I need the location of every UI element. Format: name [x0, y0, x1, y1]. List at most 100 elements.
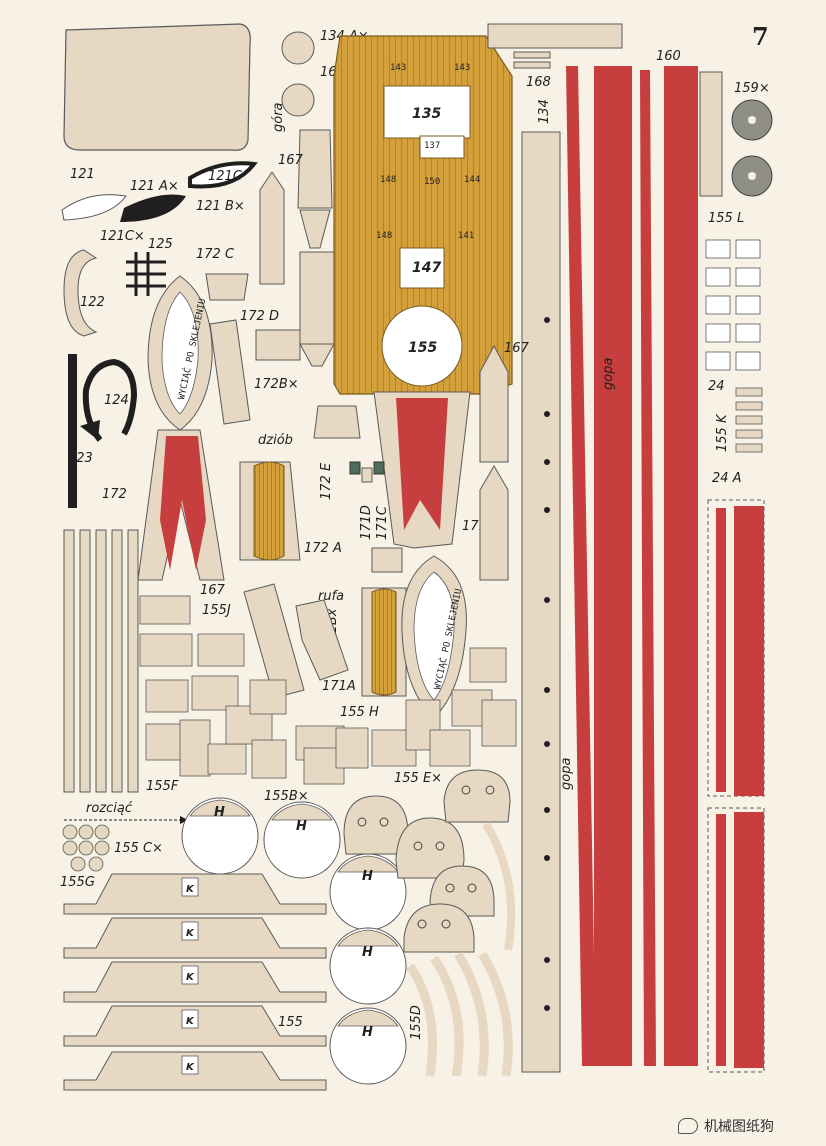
part-134a: [281, 31, 315, 117]
part-168-b: [513, 61, 551, 69]
deck-note-1: 143: [390, 63, 406, 73]
disc-label-h-2: H: [296, 819, 307, 834]
part-172c: [205, 273, 249, 301]
label-155h: 155 H: [340, 705, 379, 720]
part-167-c: [243, 583, 305, 699]
label-167-b: 167: [504, 341, 530, 356]
label-172: 172: [102, 487, 127, 502]
label-155f: 155F: [146, 779, 179, 794]
part-172: [137, 429, 225, 581]
deck-note-8: 141: [458, 231, 474, 241]
part-167-a: [259, 129, 335, 367]
label-155e: 155 E×: [394, 771, 442, 786]
deck-note-7: 148: [376, 231, 392, 241]
label-124: 124: [104, 393, 129, 408]
part-122: [63, 249, 98, 337]
label-121: 121: [70, 167, 95, 182]
part-155l-grid: [705, 239, 761, 371]
label-122: 122: [80, 295, 105, 310]
label-gora-strip-1: gора: [601, 358, 616, 390]
part-24a: [707, 499, 765, 1073]
beam-k-4: K: [186, 1016, 195, 1027]
label-24: 24: [708, 379, 725, 394]
part-121b: [120, 194, 186, 222]
beam-k-2: K: [186, 928, 195, 939]
part-121c: [188, 161, 258, 189]
deck-note-2: 143: [454, 63, 470, 73]
label-155g: 155G: [60, 875, 95, 890]
label-155-beams: 155: [278, 1015, 303, 1030]
part-155-beam-tabs: [181, 877, 199, 1075]
part-155b-discs: [181, 797, 407, 1085]
part-155j: [139, 595, 245, 713]
beam-k-1: K: [186, 884, 195, 895]
label-rozciac: rozciąć: [86, 801, 133, 816]
label-134: 134: [537, 99, 552, 124]
label-171c: 171C: [375, 505, 390, 540]
part-deck: [333, 35, 513, 395]
part-172e: [313, 405, 361, 439]
part-155d: [406, 821, 516, 1077]
label-121b: 121 B×: [196, 199, 245, 214]
label-167-a: 167: [278, 153, 304, 168]
part-125: [126, 252, 166, 296]
label-155d: 155D: [409, 1005, 424, 1040]
label-155-deck: 155: [408, 340, 437, 356]
label-171d: 171D: [359, 505, 374, 540]
deck-note-5: 150: [424, 177, 440, 187]
label-172a: 172 A: [304, 541, 342, 556]
label-172c: 172 C: [196, 247, 235, 262]
part-155b-disc-tabs: [189, 799, 399, 1027]
watermark: 机械图纸狗: [678, 1116, 774, 1136]
part-168-a: [513, 51, 551, 59]
beam-k-5: K: [186, 1062, 195, 1073]
disc-label-h-3: H: [362, 869, 373, 884]
deck-note-6: 144: [464, 175, 480, 185]
disc-label-h-1: H: [214, 805, 225, 820]
part-155e-eyes: [357, 785, 495, 929]
part-171-small: [349, 461, 403, 573]
part-167-b: [479, 344, 509, 581]
hull-red-strips: [566, 66, 698, 1066]
disc-label-h-4: H: [362, 945, 373, 960]
label-155j: 155J: [202, 603, 231, 618]
label-172e: 172 E: [319, 462, 334, 500]
label-171a: 171A: [322, 679, 356, 694]
label-167-c: 167: [200, 583, 226, 598]
page-number: 7: [752, 22, 769, 51]
part-155k: [735, 387, 763, 453]
chat-bubble-icon: [678, 1118, 698, 1134]
part-160-bar: [487, 23, 623, 49]
label-121c-x: 121C×: [100, 229, 145, 244]
part-dziob: [239, 461, 301, 561]
label-135: 135: [412, 106, 441, 122]
label-160: 160: [656, 49, 681, 64]
deck-note-3: 137: [424, 141, 440, 151]
label-dziob: dziób: [258, 433, 293, 448]
part-123: [68, 354, 77, 508]
part-124-arrow: [80, 420, 100, 440]
part-171: [373, 391, 471, 549]
label-155b: 155B×: [264, 789, 309, 804]
part-172b: [209, 319, 251, 425]
disc-label-h-5: H: [362, 1025, 373, 1040]
part-155g: [62, 824, 110, 872]
label-159: 159×: [734, 81, 770, 96]
part-121a: [61, 194, 127, 221]
label-gora: góra: [271, 102, 286, 132]
part-124: [82, 358, 138, 442]
label-172b: 172B×: [254, 377, 299, 392]
label-24a: 24 A: [712, 471, 742, 486]
label-155c: 155 C×: [114, 841, 163, 856]
part-171b: [295, 599, 349, 681]
part-121: [63, 23, 251, 151]
label-168: 168: [526, 75, 551, 90]
label-155l: 155 L: [708, 211, 744, 226]
rozciac-arrow: [64, 816, 188, 824]
watermark-text: 机械图纸狗: [704, 1119, 774, 1135]
label-155k: 155 K: [715, 413, 730, 452]
part-159: [699, 71, 773, 197]
part-rufa: [361, 587, 407, 697]
label-gora-strip-2: gора: [559, 758, 574, 790]
